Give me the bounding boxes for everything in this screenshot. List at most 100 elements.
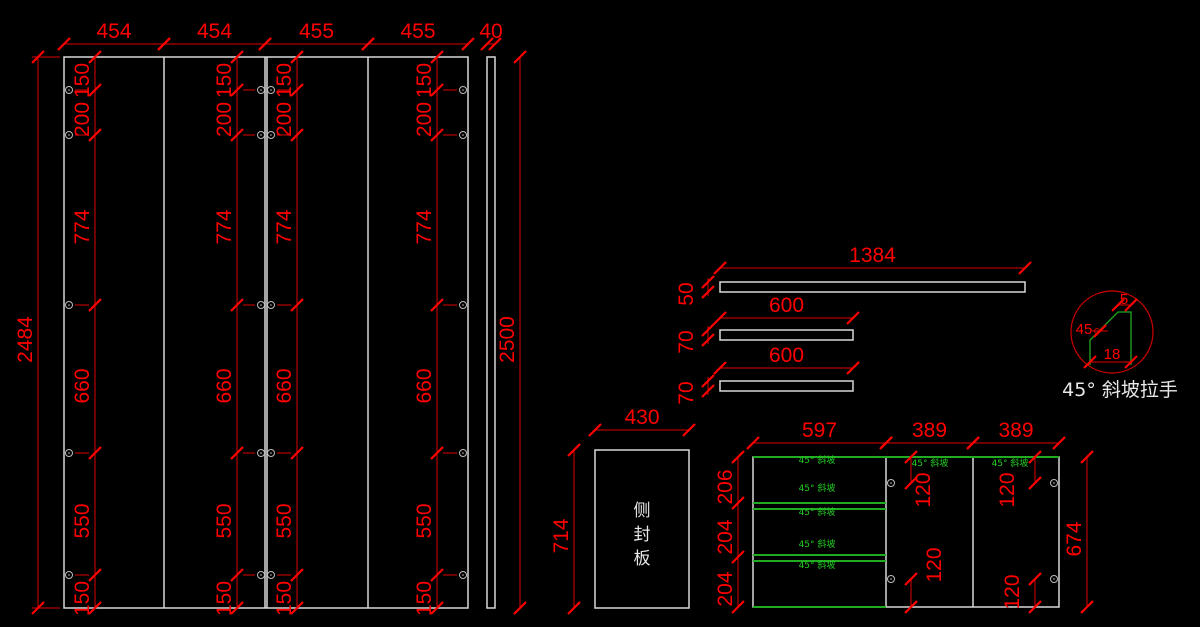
drawer-height-label: 204 <box>714 571 737 606</box>
hinge-offset-label: 120 <box>1001 574 1024 609</box>
side-cover-label-char: 侧 <box>634 501 651 521</box>
hinge-hole-center <box>462 574 464 576</box>
hinge-hole-icon <box>1050 575 1058 583</box>
hinge-spacing-label: 150 <box>213 581 236 616</box>
dimension-tick <box>430 50 444 64</box>
hinge-hole-icon <box>887 479 895 487</box>
detail-circle <box>1070 290 1154 374</box>
drawer-height-label: 206 <box>714 469 737 504</box>
hinge-hole-center <box>68 574 70 576</box>
hinge-spacing-label: 200 <box>273 102 296 137</box>
dimension-tick <box>682 423 696 437</box>
hinge-hole-center <box>68 89 70 91</box>
dimension-tick <box>430 601 444 615</box>
hinge-hole-icon <box>65 301 73 309</box>
hinge-hole-icon <box>267 86 275 94</box>
dimension-tick <box>88 446 102 460</box>
strip-height-label: 70 <box>675 381 698 404</box>
handle-angle-label: 45 <box>1076 321 1093 338</box>
dimension-tick <box>746 436 760 450</box>
dimension-label: 455 <box>299 20 334 43</box>
hinge-spacing-label: 200 <box>71 102 94 137</box>
hinge-hole-center <box>260 574 262 576</box>
hinge-hole-icon <box>459 131 467 139</box>
hinge-hole-center <box>260 304 262 306</box>
dimension-tick <box>290 128 304 142</box>
dimension-tick <box>513 601 527 615</box>
dimension-tick <box>713 261 727 275</box>
hinge-hole-icon <box>257 301 265 309</box>
dimension-label: 40 <box>479 20 502 43</box>
side-cover-outline <box>594 449 690 609</box>
strip-height-label: 50 <box>675 282 698 305</box>
dimension-tick <box>88 50 102 64</box>
dimension-tick <box>290 446 304 460</box>
hinge-hole-icon <box>65 571 73 579</box>
dimension-tick <box>461 37 475 51</box>
dimension-tick <box>1124 355 1138 369</box>
hinge-hole-icon <box>1050 479 1058 487</box>
dimension-label: 1384 <box>849 244 896 267</box>
dimension-tick <box>731 496 745 510</box>
hinge-hole-icon <box>887 575 895 583</box>
side-cover-label-char: 板 <box>634 549 651 569</box>
dimension-tick <box>88 568 102 582</box>
hinge-hole-icon <box>65 131 73 139</box>
hinge-hole-center <box>890 482 892 484</box>
dimension-tick <box>1028 450 1042 464</box>
hinge-offset-label: 120 <box>996 472 1019 507</box>
hinge-hole-icon <box>267 449 275 457</box>
hinge-hole-center <box>68 452 70 454</box>
hinge-hole-icon <box>257 449 265 457</box>
hinge-hole-icon <box>459 86 467 94</box>
overall-height-label: 2484 <box>14 316 37 363</box>
dimension-label: 389 <box>912 419 947 442</box>
dimension-tick <box>904 476 918 490</box>
hinge-spacing-label: 150 <box>273 581 296 616</box>
dimension-tick <box>1093 324 1107 338</box>
strip-outline <box>719 380 854 392</box>
dimension-label: 454 <box>96 20 131 43</box>
dimension-tick <box>1028 476 1042 490</box>
dimension-tick <box>57 37 71 51</box>
hinge-hole-center <box>462 89 464 91</box>
dimension-tick <box>713 361 727 375</box>
hinge-hole-center <box>260 452 262 454</box>
dimension-tick <box>904 572 918 586</box>
hinge-hole-center <box>890 578 892 580</box>
strip-outline <box>719 281 1026 293</box>
dimension-tick <box>290 568 304 582</box>
side-strip-height-label: 2500 <box>496 316 519 363</box>
hinge-spacing-label: 150 <box>71 581 94 616</box>
dimension-tick <box>966 436 980 450</box>
hinge-hole-icon <box>65 86 73 94</box>
hinge-spacing-label: 200 <box>413 102 436 137</box>
hinge-hole-icon <box>459 301 467 309</box>
dimension-tick <box>157 37 171 51</box>
side-cover-label-char: 封 <box>634 525 651 545</box>
dimension-tick <box>230 446 244 460</box>
hinge-hole-center <box>270 89 272 91</box>
hinge-hole-center <box>270 452 272 454</box>
dimension-label: 600 <box>769 294 804 317</box>
dimension-label: 597 <box>802 419 837 442</box>
dimension-tick <box>701 285 715 299</box>
handle-width-label: 18 <box>1104 346 1121 363</box>
hinge-hole-center <box>462 452 464 454</box>
dimension-tick <box>430 298 444 312</box>
hinge-hole-center <box>270 574 272 576</box>
hinge-hole-center <box>68 304 70 306</box>
dimension-tick <box>567 601 581 615</box>
hinge-spacing-label: 150 <box>273 63 296 98</box>
dimension-tick <box>701 275 715 289</box>
side-cover-height-label: 714 <box>550 518 573 553</box>
hinge-spacing-label: 660 <box>273 368 296 403</box>
strip-outline <box>719 329 854 341</box>
dimension-tick <box>88 601 102 615</box>
hinge-hole-center <box>260 134 262 136</box>
side-strip-outline <box>486 56 496 609</box>
slope-note: 45° 斜坡 <box>799 454 836 466</box>
handle-profile <box>1089 311 1132 365</box>
dimension-tick <box>701 323 715 337</box>
